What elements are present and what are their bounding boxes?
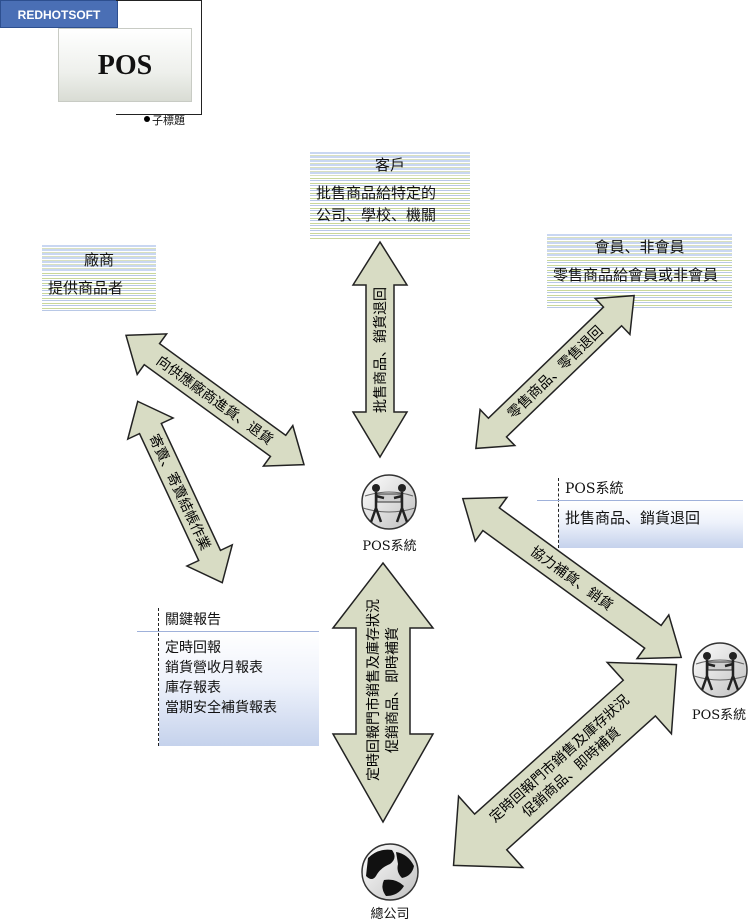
pos-system-note: POS系統 批售商品、銷貨退回 bbox=[537, 478, 743, 548]
arrow-customer-label: 批售商品、銷貨退回 bbox=[372, 287, 389, 413]
member-box-body: 零售商品給會員或非會員 bbox=[547, 258, 732, 310]
key-reports-body: 定時回報 銷貨營收月報表 庫存報表 當期安全補貨報表 bbox=[159, 632, 319, 746]
customer-line-2: 公司、學校、機關 bbox=[316, 206, 437, 224]
vendor-box-title: 廠商 bbox=[42, 245, 156, 271]
arrow-customer: 批售商品、銷貨退回 bbox=[351, 240, 409, 459]
arrow-member: 零售商品、零售退回 bbox=[475, 294, 635, 450]
arrow-vendor-top-label: 向供應廠商進貨、退貨 bbox=[153, 352, 276, 448]
arrow-vendor-top: 向供應廠商進貨、退貨 bbox=[125, 333, 305, 467]
page-title: POS bbox=[58, 28, 192, 102]
member-line-1: 零售商品給會員或非會員 bbox=[553, 266, 719, 284]
headquarters-label: 總公司 bbox=[370, 907, 410, 922]
key-report-item: 當期安全補貨報表 bbox=[165, 700, 277, 716]
pos-system-note-body: 批售商品、銷貨退回 bbox=[559, 501, 743, 548]
customer-box-title: 客戶 bbox=[310, 152, 470, 176]
key-reports-box: 關鍵報告 定時回報 銷貨營收月報表 庫存報表 當期安全補貨報表 bbox=[137, 608, 319, 746]
key-reports-title: 關鍵報告 bbox=[165, 612, 221, 628]
customer-box-body: 批售商品給特定的 公司、學校、機關 bbox=[310, 176, 470, 240]
people-globe-icon bbox=[692, 642, 748, 698]
arrow-hq-vertical-label-1: 定時回報門市銷售及庫存狀況 bbox=[365, 599, 382, 781]
arrow-store: 協力補貨、銷貨 bbox=[461, 496, 683, 660]
member-box-title: 會員、非會員 bbox=[547, 234, 732, 258]
pos-main-label: POS系統 bbox=[362, 539, 417, 554]
people-globe-icon bbox=[361, 474, 417, 530]
arrow-member-label: 零售商品、零售退回 bbox=[505, 323, 607, 422]
pos-system-note-title: POS系統 bbox=[565, 481, 624, 497]
pos-system-note-rule bbox=[537, 500, 743, 501]
brand-tag: REDHOTSOFT bbox=[0, 0, 118, 28]
globe-icon bbox=[361, 843, 419, 901]
subtitle-bullet bbox=[144, 116, 150, 122]
vendor-line-1: 提供商品者 bbox=[48, 279, 124, 297]
customer-line-1: 批售商品給特定的 bbox=[316, 184, 437, 202]
arrow-hq-vertical-label-2: 促銷商品、即時補貨 bbox=[384, 627, 401, 753]
pos-store-label: POS系統 bbox=[691, 708, 747, 723]
customer-box: 客戶 批售商品給特定的 公司、學校、機關 bbox=[310, 152, 470, 240]
vendor-box: 廠商 提供商品者 bbox=[42, 245, 156, 313]
key-report-item: 庫存報表 bbox=[165, 680, 221, 696]
arrow-hq-vertical: 定時回報門市銷售及庫存狀況 促銷商品、即時補貨 bbox=[331, 561, 435, 824]
vendor-box-body: 提供商品者 bbox=[42, 271, 156, 313]
arrow-hq-diagonal-label-1: 定時回報門市銷售及庫存狀況 bbox=[486, 691, 633, 825]
arrow-store-label: 協力補貨、銷貨 bbox=[527, 543, 616, 614]
key-reports-rule bbox=[137, 631, 319, 632]
arrow-hq-diagonal: 定時回報門市銷售及庫存狀況 促銷商品、即時補貨 bbox=[452, 661, 678, 869]
key-report-item: 定時回報 bbox=[165, 640, 221, 656]
key-report-item: 銷貨營收月報表 bbox=[165, 660, 263, 676]
subtitle: 子標題 bbox=[152, 114, 185, 127]
arrow-vendor-bottom-label: 寄賣、寄賣結帳作業 bbox=[145, 432, 214, 553]
member-box: 會員、非會員 零售商品給會員或非會員 bbox=[547, 234, 732, 310]
title-frame bbox=[116, 0, 202, 115]
